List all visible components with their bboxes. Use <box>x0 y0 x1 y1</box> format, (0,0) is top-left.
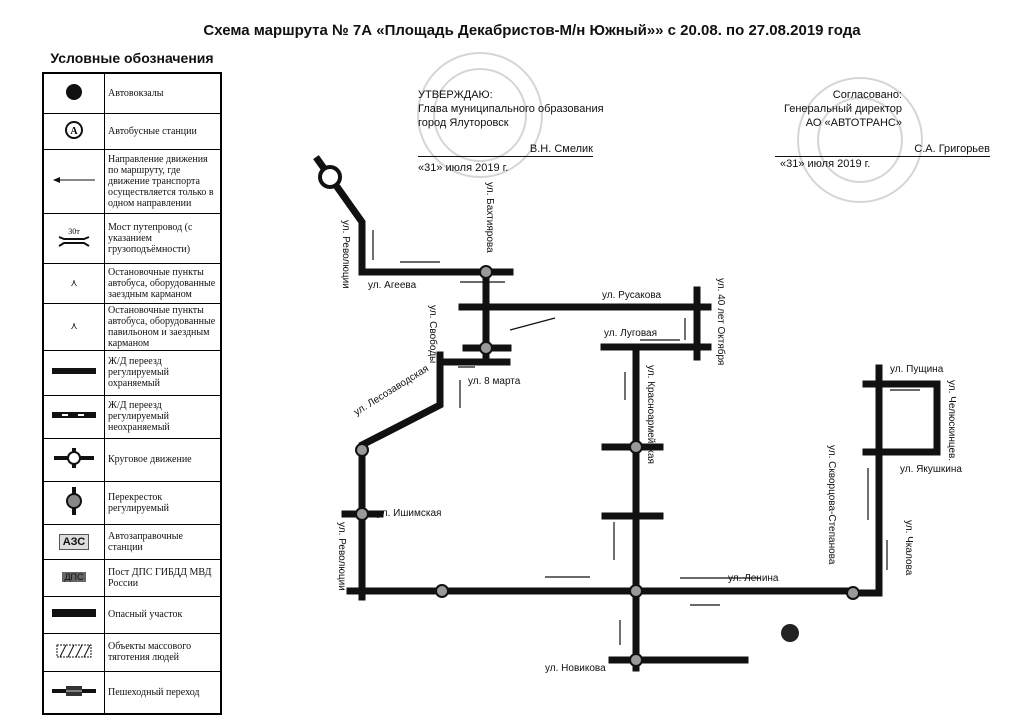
gas-station-icon: АЗС <box>42 523 105 560</box>
legend-table: Автовокзалы A Автобусные станции Направле… <box>42 72 222 715</box>
legend-label: Остановочные пункты автобуса, оборудован… <box>104 262 222 304</box>
stamp-avtotrans <box>797 77 923 203</box>
street-label: ул. Луговая <box>604 328 658 339</box>
bus-terminal-icon <box>781 624 799 642</box>
street-label: ул. Агеева <box>368 280 417 291</box>
street-label: ул. Ленина <box>728 573 779 584</box>
railway-crossing-unguarded-icon <box>42 394 105 439</box>
legend-label: Пешеходный переход <box>104 670 222 715</box>
svg-text:A: A <box>70 126 78 137</box>
street-label: ул. Скворцова-Степанова <box>826 445 837 565</box>
legend-label: Объекты массового тяготения людей <box>104 632 222 672</box>
street-label: ул. Революции <box>336 522 347 591</box>
legend-label: Пост ДПС ГИБДД МВД России <box>104 558 222 597</box>
direction-arrows <box>372 230 920 659</box>
approval-heading: УТВЕРЖДАЮ: <box>418 89 493 101</box>
approval-block: УТВЕРЖДАЮ: Глава муниципального образова… <box>418 88 604 175</box>
street-label: ул. Новикова <box>545 663 606 674</box>
page-title: Схема маршрута № 7А «Площадь Декабристов… <box>203 22 861 39</box>
agreement-signatory: С.А. Григорьев <box>775 142 990 157</box>
police-post-icon: ДПС <box>42 558 105 597</box>
street-label: ул. Революции <box>340 220 351 289</box>
stamp-city <box>417 52 543 178</box>
street-label: ул. Якушкина <box>900 464 962 475</box>
legend-label: Остановочные пункты автобуса, оборудован… <box>104 302 222 351</box>
approval-position: Глава муниципального образования <box>418 103 604 115</box>
legend-label: Круговое движение <box>104 437 222 482</box>
legend-label: Ж/Д переезд регулируемый охраняемый <box>104 349 222 396</box>
agreement-org: АО «АВТОТРАНС» <box>805 117 902 129</box>
dangerous-section-icon <box>42 595 105 634</box>
legend-label: Ж/Д переезд регулируемый неохраняемый <box>104 394 222 439</box>
street-label: ул. Русакова <box>602 290 662 301</box>
legend-label: Опасный участок <box>104 595 222 634</box>
street-label: ул. Ишимская <box>377 508 442 519</box>
street-label: ул. 40 лет Октября <box>715 278 726 366</box>
agreement-heading: Согласовано: <box>832 89 902 101</box>
legend-label: Автобусные станции <box>104 112 222 150</box>
legend-label: Автовокзалы <box>104 72 222 114</box>
street-label: ул. Пущина <box>890 364 944 375</box>
street-label: ул. Челюскинцев. <box>946 380 957 462</box>
agreement-date: «31» июля 2019 г. <box>780 158 871 170</box>
intersection-icons <box>355 265 860 667</box>
svg-text:30т: 30т <box>68 227 80 236</box>
street-label: ул. 8 марта <box>468 376 521 387</box>
legend-label: Перекресток регулируемый <box>104 480 222 525</box>
legend-label: Направление движения по маршруту, где дв… <box>104 148 222 214</box>
legend-label: Автозаправочные станции <box>104 523 222 560</box>
street-label: ул. Свободы <box>427 305 438 364</box>
legend-heading: Условные обозначения <box>50 50 214 66</box>
approval-signatory: В.Н. Смелик <box>418 142 593 157</box>
approval-org: город Ялуторовск <box>418 117 509 129</box>
street-label: ул. Бахтиярова <box>484 182 495 253</box>
street-label: ул. Красноармейская <box>645 365 656 464</box>
crosswalk-icon <box>42 670 105 715</box>
roads <box>313 155 941 672</box>
approval-date: «31» июля 2019 г. <box>418 162 509 174</box>
bus-stop-pocket-icon: ⋏ <box>42 262 105 304</box>
roundabout-icon <box>318 165 342 189</box>
agreement-block: Согласовано: Генеральный директор АО «АВ… <box>775 88 990 171</box>
one-way-arrow-icon <box>42 148 105 214</box>
agreement-position: Генеральный директор <box>784 103 902 115</box>
street-label: ул. Чкалова <box>903 520 914 576</box>
railway-crossing-guarded-icon <box>42 349 105 396</box>
